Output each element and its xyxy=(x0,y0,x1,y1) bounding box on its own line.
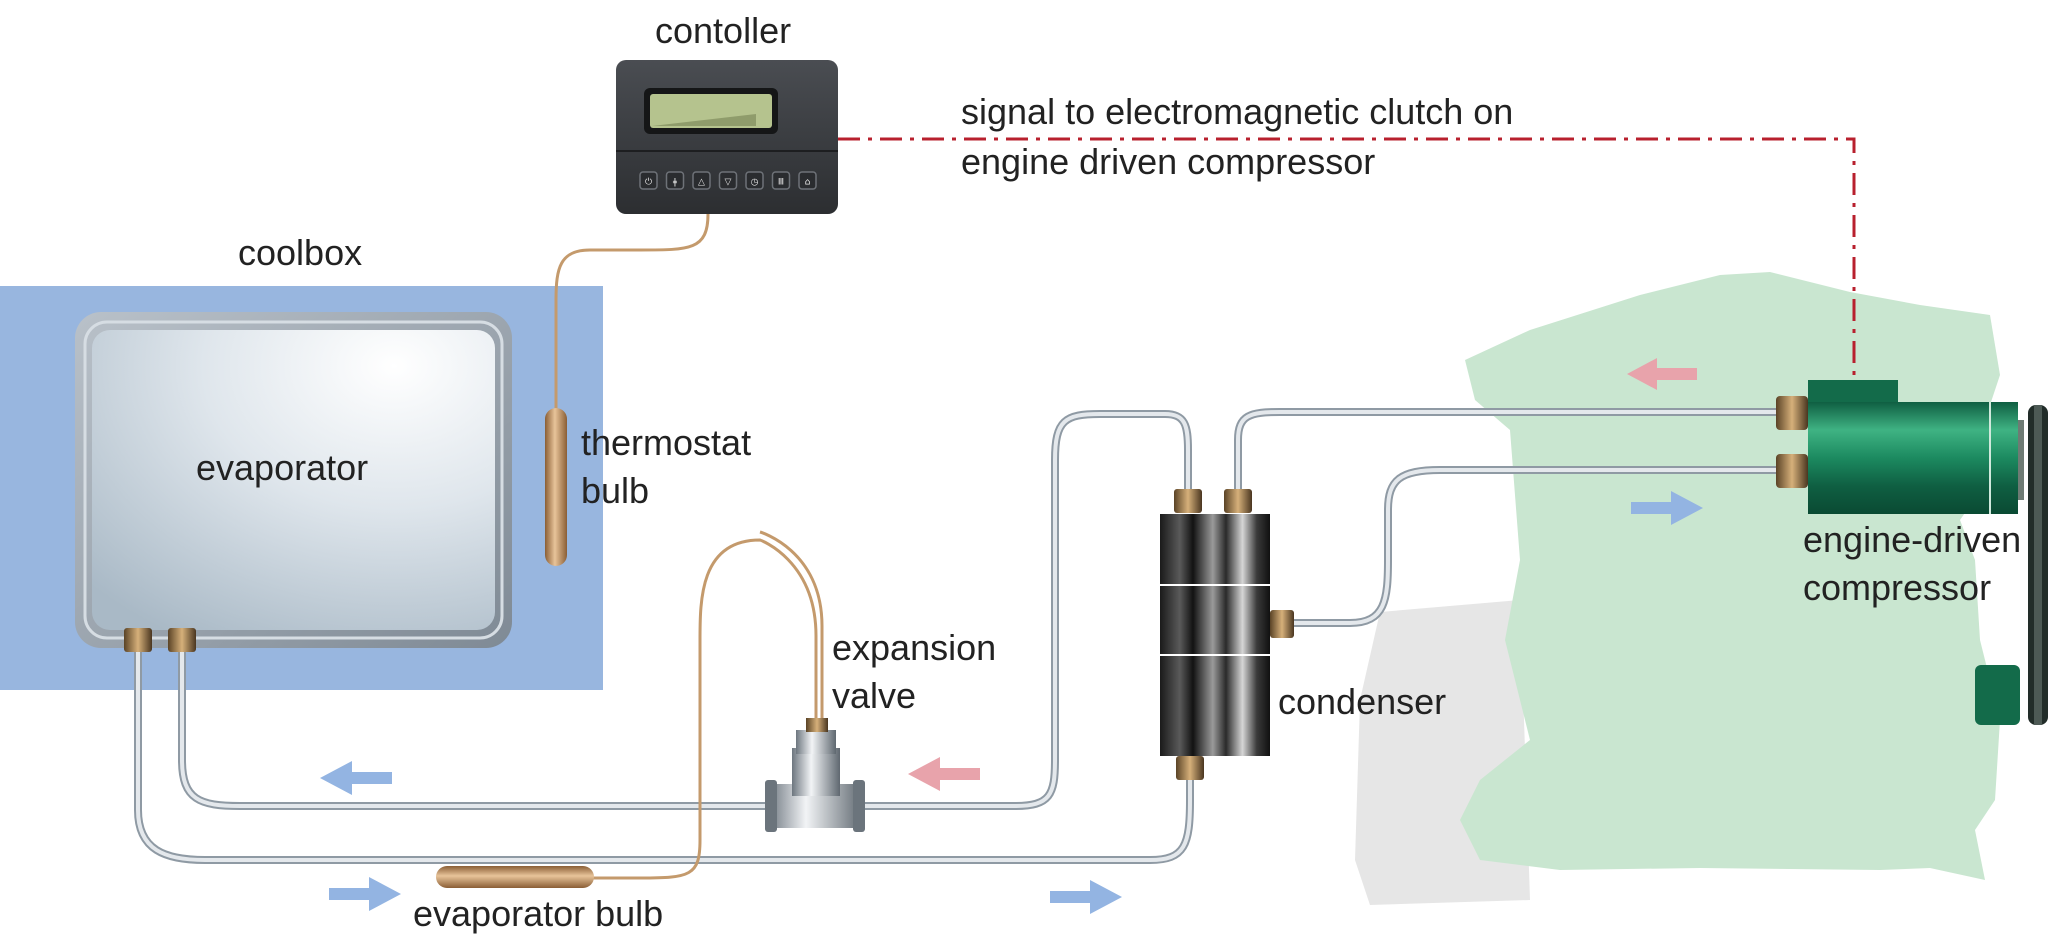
clock-icon: ◷ xyxy=(751,178,759,188)
controller-label: contoller xyxy=(655,10,791,51)
refrigerant-tubes xyxy=(134,408,1782,864)
lock-icon: ⌂ xyxy=(805,178,811,188)
signal-label-line2: engine driven compressor xyxy=(961,141,1375,182)
controller-button[interactable]: ǂ xyxy=(665,171,685,190)
controller-button[interactable]: ▽ xyxy=(718,171,738,190)
condenser-unit xyxy=(1160,489,1294,780)
evaporator-bulb xyxy=(436,866,594,888)
cold-arrow-icon xyxy=(1050,880,1122,914)
signal-line xyxy=(838,137,1856,375)
compressor-label-line1: engine-driven xyxy=(1803,519,2021,560)
flow-arrows xyxy=(320,358,1703,914)
grid-icon: Ⅲ xyxy=(778,178,784,188)
controller-button-row: ⏻ ǂ △ ▽ ◷ Ⅲ ⌂ xyxy=(639,171,817,190)
hot-arrow-icon xyxy=(1627,358,1697,390)
thermostat-bulb xyxy=(545,408,567,566)
expansion-valve xyxy=(765,718,865,832)
thermostat-bulb-label-line1: thermostat xyxy=(581,422,751,463)
coolbox-label: coolbox xyxy=(238,232,362,273)
controller-button[interactable]: ⏻ xyxy=(639,171,658,190)
hot-arrow-icon xyxy=(908,757,980,791)
controller-button[interactable]: ◷ xyxy=(745,171,764,190)
thermostat-capillary xyxy=(554,213,710,412)
compressor-unit xyxy=(1776,380,2048,725)
controller-unit: ⏻ ǂ △ ▽ ◷ Ⅲ ⌂ xyxy=(616,60,838,214)
controller-button[interactable]: Ⅲ xyxy=(771,171,791,190)
expansion-valve-label-line1: expansion xyxy=(832,627,996,668)
signal-label-line1: signal to electromagnetic clutch on xyxy=(961,91,1513,132)
up-triangle-icon: △ xyxy=(698,178,705,188)
controller-button[interactable]: △ xyxy=(692,171,711,190)
cold-arrow-icon xyxy=(320,761,392,795)
expansion-valve-capillary xyxy=(590,530,824,880)
down-triangle-icon: ▽ xyxy=(725,178,732,188)
thermostat-bulb-label-line2: bulb xyxy=(581,470,649,511)
cold-arrow-icon xyxy=(1631,491,1703,525)
evaporator-label: evaporator xyxy=(196,447,368,488)
thermometer-icon: ǂ xyxy=(673,178,678,188)
evaporator-bulb-label: evaporator bulb xyxy=(413,893,663,934)
power-icon: ⏻ xyxy=(645,177,652,188)
cold-arrow-icon xyxy=(329,877,401,911)
evaporator-unit xyxy=(75,312,512,648)
compressor-label-line2: compressor xyxy=(1803,567,1991,608)
evaporator-fittings xyxy=(124,628,196,652)
controller-button[interactable]: ⌂ xyxy=(798,171,817,190)
condenser-label: condenser xyxy=(1278,681,1446,722)
expansion-valve-label-line2: valve xyxy=(832,675,916,716)
